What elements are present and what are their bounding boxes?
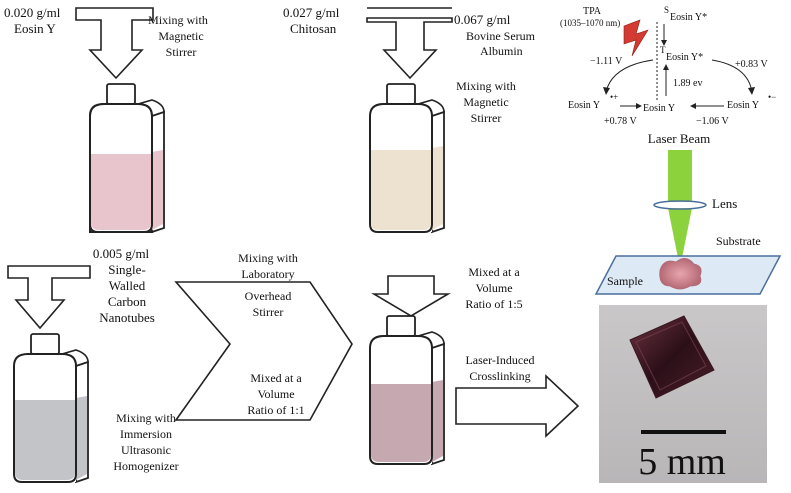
right-potential: +0.83 V xyxy=(735,59,768,70)
swcnt-process-line3: Ultrasonic xyxy=(121,443,171,457)
swcnt-line4: Nanotubes xyxy=(99,310,155,325)
mix-section: Mixed at a Volume Ratio of 1:5 Laser-Ind… xyxy=(371,265,580,438)
chevron-upper-line1: Mixing with xyxy=(238,251,298,265)
laser-setup: Laser Beam Lens Substrate Sample xyxy=(594,131,782,295)
chitosan-bottle xyxy=(369,83,445,234)
left-curve-arrow xyxy=(605,59,654,93)
mix-ratio-line2: Volume xyxy=(475,281,512,295)
sample-photo: 5 mm xyxy=(599,305,767,483)
lens-label: Lens xyxy=(712,196,737,211)
eosin-section: 0.020 g/ml Eosin Y Mixing with Magnetic … xyxy=(4,5,208,80)
chevron-upper-line3: Overhead xyxy=(245,289,292,303)
eosin-process-line2: Magnetic xyxy=(158,29,203,43)
chitosan-concentration: 0.027 g/ml xyxy=(283,5,340,20)
chevron-upper-line2: Laboratory xyxy=(241,267,294,281)
mix-ratio-line3: Ratio of 1:5 xyxy=(465,297,522,311)
chitosan-process-line3: Stirrer xyxy=(471,111,502,125)
right-bottom-potential: −1.06 V xyxy=(696,116,729,127)
swcnt-arrow xyxy=(7,265,91,330)
laser-beam xyxy=(668,150,692,202)
swcnt-process-line4: Homogenizer xyxy=(113,459,178,473)
lightning-icon xyxy=(623,19,649,57)
tpa-range: (1035–1070 nm) xyxy=(560,18,620,28)
left-potential: −1.11 V xyxy=(590,56,623,67)
swcnt-concentration: 0.005 g/ml xyxy=(93,246,150,261)
anion-label: Eosin Y xyxy=(727,100,759,111)
chitosan-process-line1: Mixing with xyxy=(456,79,516,93)
left-bottom-potential: +0.78 V xyxy=(604,116,637,127)
scale-label: 5 mm xyxy=(638,441,726,483)
singlet-label: Eosin Y* xyxy=(670,12,707,23)
crosslink-arrow xyxy=(455,374,580,438)
bsa-label-line2: Albumin xyxy=(480,44,523,58)
chitosan-process-line2: Magnetic xyxy=(463,95,508,109)
bsa-concentration: 0.067 g/ml xyxy=(454,12,511,27)
cation-label: Eosin Y xyxy=(568,100,600,111)
eosin-bottle xyxy=(89,83,165,234)
crosslink-line2: Crosslinking xyxy=(469,369,530,383)
chitosan-section: 0.027 g/ml Chitosan 0.067 g/ml Bovine Se… xyxy=(283,5,536,125)
triplet-prefix: T xyxy=(660,45,666,55)
chevron-lower-line1: Mixed at a xyxy=(250,371,302,385)
eosin-concentration: 0.020 g/ml xyxy=(4,5,61,20)
laser-beam-label: Laser Beam xyxy=(648,131,710,146)
cation-charge: •+ xyxy=(610,92,618,102)
laser-cone xyxy=(668,208,692,258)
mix-ratio-line1: Mixed at a xyxy=(468,265,520,279)
ground-label: Eosin Y xyxy=(643,103,675,114)
crosslink-line1: Laser-Induced xyxy=(465,353,534,367)
swcnt-process-line1: Mixing with xyxy=(116,411,176,425)
energy-diagram: TPA (1035–1070 nm) S Eosin Y* T Eosin Y*… xyxy=(560,5,776,127)
chitosan-arrow xyxy=(366,17,453,80)
swcnt-line3: Carbon xyxy=(108,294,147,309)
eosin-process-line1: Mixing with xyxy=(148,13,208,27)
hydrogel-square xyxy=(629,315,715,399)
eosin-process-line3: Stirrer xyxy=(166,45,197,59)
eosin-label: Eosin Y xyxy=(14,21,56,36)
swcnt-section: 0.005 g/ml Single- Walled Carbon Nanotub… xyxy=(7,246,179,473)
energy-gap: 1.89 ev xyxy=(673,78,702,89)
lens-icon xyxy=(653,200,707,210)
chevron-lower-line3: Ratio of 1:1 xyxy=(247,403,304,417)
bsa-label-line1: Bovine Serum xyxy=(466,29,536,43)
eosin-arrow xyxy=(75,7,154,80)
sample-label: Sample xyxy=(607,274,643,288)
swcnt-line1: Single- xyxy=(108,262,146,277)
mix-bottle xyxy=(369,315,445,466)
merge-chevron: Mixing with Laboratory Overhead Stirrer … xyxy=(174,251,353,421)
chitosan-label: Chitosan xyxy=(290,21,337,36)
chevron-lower-line2: Volume xyxy=(257,387,294,401)
singlet-prefix: S xyxy=(664,5,669,15)
triplet-label: Eosin Y* xyxy=(666,52,703,63)
swcnt-process-line2: Immersion xyxy=(120,427,172,441)
sample-blob xyxy=(659,258,702,290)
swcnt-line2: Walled xyxy=(109,278,146,293)
chevron-upper-line4: Stirrer xyxy=(253,305,284,319)
tpa-label: TPA xyxy=(583,6,602,17)
anion-charge: •− xyxy=(768,92,776,102)
substrate-label: Substrate xyxy=(716,234,761,248)
mix-down-arrow xyxy=(371,275,451,317)
swcnt-bottle xyxy=(13,333,89,484)
